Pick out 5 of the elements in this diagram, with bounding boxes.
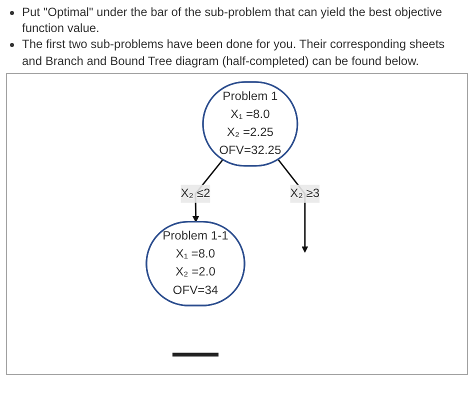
instruction-text: Put "Optimal" under the bar of the sub-problem that can yield the best objective function value. — [22, 5, 442, 36]
tree-diagram: X₂ ≤2 X₂ ≥3 Problem 1 X₁ =8.0 X₂ =2.25 OFV=32.25 Problem 1-1 X₁ =8.0 X₂ =2.0 OFV=34 — [7, 76, 467, 372]
problem-node: Problem 1-1 X₁ =8.0 X₂ =2.0 OFV=34 — [146, 220, 246, 306]
problem-node: Problem 1 X₁ =8.0 X₂ =2.25 OFV=32.25 — [202, 81, 298, 166]
instruction-text: The first two sub-problems have been done for you. Their corresponding sheets and Branch and Bound Tree diagram (half-completed) can be found below. — [22, 37, 445, 68]
